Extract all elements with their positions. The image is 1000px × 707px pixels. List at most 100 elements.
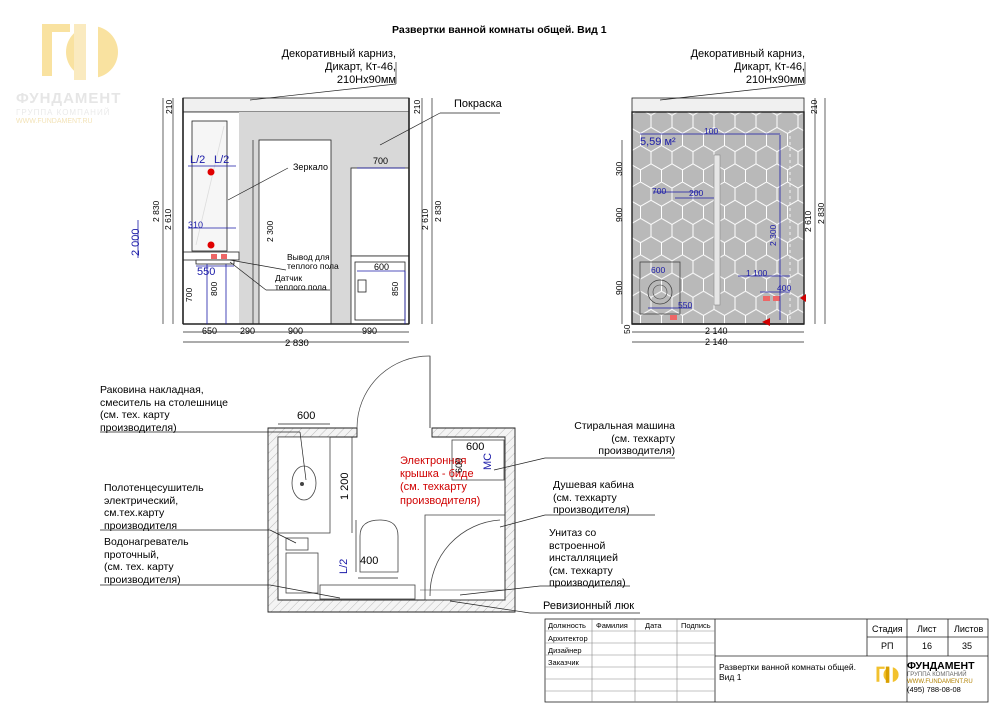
cornice-label-right: Декоративный карниз, Дикарт, Кт-46, 210Н… bbox=[690, 48, 805, 87]
sensor-marker bbox=[207, 241, 215, 249]
rvdim-900-b: 900 bbox=[614, 280, 624, 295]
rvdim-2300: 2 300 bbox=[768, 224, 778, 246]
brand-site-stamp: WWW.FUNDAMENT.RU bbox=[907, 679, 973, 685]
brand-name-top: ФУНДАМЕНТ bbox=[16, 90, 122, 107]
rdim-400: 400 bbox=[777, 283, 792, 293]
brand-emblem-icon bbox=[42, 20, 118, 84]
paint-label: Покраска bbox=[454, 98, 502, 110]
floor-sensor-label: Датчик теплого пола bbox=[275, 273, 327, 293]
stamp-header-name: Фамилия bbox=[596, 621, 628, 630]
vdim-2300: 2 300 bbox=[265, 220, 275, 242]
rvdim-2610: 2 610 bbox=[803, 210, 813, 232]
stamp-title: Развертки ванной комнаты общей. Вид 1 bbox=[719, 662, 857, 683]
brand-subtitle-top: ГРУППА КОМПАНИЙ bbox=[16, 108, 111, 117]
dim-310: 310 bbox=[188, 220, 204, 230]
arrow-marker bbox=[800, 294, 806, 302]
plan-dim-600-wm: 600 bbox=[466, 441, 485, 453]
vdim-210: 210 bbox=[164, 99, 174, 114]
shower-label: Душевая кабина (см. техкарту производите… bbox=[553, 479, 634, 517]
brand-logo-stamp: ФУНДАМЕНТ ГРУППА КОМПАНИЙ WWW.FUNDAMENT.… bbox=[873, 659, 985, 699]
bidet-label: Электронная крышка - биде (см. техкарту … bbox=[400, 455, 481, 507]
vdim-850: 850 bbox=[390, 281, 400, 296]
mirror-label: Зеркало bbox=[293, 162, 328, 172]
stamp-stage-header: Стадия bbox=[872, 624, 903, 634]
stamp-header-date: Дата bbox=[645, 621, 662, 630]
brand-subtitle-stamp: ГРУППА КОМПАНИЙ bbox=[907, 672, 967, 678]
water-heater-label: Водонагреватель проточный, (см. тех. кар… bbox=[104, 536, 189, 586]
rdim-2140-b: 2 140 bbox=[705, 337, 728, 347]
stamp-sheets-header: Листов bbox=[954, 624, 984, 634]
rvdim-50: 50 bbox=[622, 324, 632, 334]
vdim-2610: 2 610 bbox=[163, 208, 173, 230]
dim-bottom-650: 650 bbox=[202, 326, 218, 336]
floor-plan bbox=[267, 355, 516, 613]
rdim-100: 100 bbox=[704, 126, 719, 136]
plan-dim-1200: 1 200 bbox=[339, 472, 351, 500]
dim-bottom-290: 290 bbox=[240, 326, 256, 336]
area-label: 5,59 м² bbox=[640, 136, 676, 148]
dim-700-top: 700 bbox=[373, 156, 389, 166]
brand-name-stamp: ФУНДАМЕНТ bbox=[907, 660, 975, 672]
title-block-frame bbox=[544, 618, 989, 703]
arrow-marker bbox=[762, 318, 770, 326]
stamp-row-architect: Архитектор bbox=[548, 634, 588, 643]
dim-550: 550 bbox=[197, 266, 216, 278]
outlet-marker bbox=[670, 315, 677, 320]
dim-total-2830: 2 830 bbox=[285, 338, 309, 349]
vdim-800: 800 bbox=[209, 281, 219, 296]
towel-dryer-label: Полотенцесушитель электрический, см.тех.… bbox=[104, 482, 204, 532]
stamp-row-client: Заказчик bbox=[548, 658, 579, 667]
toilet-label: Унитаз со встроенной инсталляцией (см. т… bbox=[549, 527, 626, 590]
rdim-200: 200 bbox=[689, 188, 704, 198]
stamp-sheet-header: Лист bbox=[917, 624, 937, 634]
rvdim-2830: 2 830 bbox=[816, 202, 826, 224]
elevation-left bbox=[182, 97, 410, 325]
outlet-marker bbox=[211, 254, 217, 259]
stamp-sheets-value: 35 bbox=[962, 641, 973, 651]
outlet-marker bbox=[763, 296, 770, 301]
dim-bottom-900: 900 bbox=[288, 326, 304, 336]
brand-logo-top: ФУНДАМЕНТ ГРУППА КОМПАНИЙ WWW.FUNDAMENT.… bbox=[16, 18, 140, 125]
plan-dim-600: 600 bbox=[297, 410, 316, 422]
rdim-700: 700 bbox=[652, 186, 667, 196]
stamp-row-designer: Дизайнер bbox=[548, 646, 582, 655]
washer-tag: МС bbox=[482, 452, 494, 470]
rdim-600: 600 bbox=[651, 265, 666, 275]
dim-bottom-990: 990 bbox=[362, 326, 378, 336]
stamp-sheet-value: 16 bbox=[922, 641, 933, 651]
brand-emblem-icon bbox=[876, 665, 899, 685]
dim-600: 600 bbox=[374, 262, 390, 272]
socket-label-l2: L/2 bbox=[214, 154, 230, 166]
rvdim-900: 900 bbox=[614, 207, 624, 222]
sink-label: Раковина накладная, смеситель на столешн… bbox=[100, 384, 229, 434]
elevation-right bbox=[631, 97, 805, 325]
hatch-label: Ревизионный люк bbox=[543, 600, 635, 612]
plan-dim-400: 400 bbox=[360, 555, 379, 567]
rvdim-300: 300 bbox=[614, 161, 624, 176]
stamp-stage-value: РП bbox=[881, 641, 894, 651]
rdim-2140: 2 140 bbox=[705, 326, 728, 336]
socket-label-l2: L/2 bbox=[190, 154, 206, 166]
vdim-2830: 2 830 bbox=[151, 200, 161, 222]
socket-marker bbox=[207, 168, 215, 176]
vdim-2830-r: 2 830 bbox=[433, 200, 443, 222]
outlet-marker bbox=[221, 254, 227, 259]
rdim-1100: 1 100 bbox=[746, 268, 768, 278]
plan-dim-600-v: 600 bbox=[454, 457, 464, 473]
brand-site-top: WWW.FUNDAMENT.RU bbox=[16, 118, 93, 125]
rdim-550: 550 bbox=[678, 300, 693, 310]
washer-label: Стиральная машина (см. техкарту производ… bbox=[574, 420, 675, 458]
vdim-210-r: 210 bbox=[412, 99, 422, 114]
outlet-marker bbox=[773, 296, 780, 301]
vdim-700: 700 bbox=[184, 287, 194, 302]
floor-outlet-label: Вывод для теплого пола bbox=[287, 252, 339, 272]
stamp-header-position: Должность bbox=[548, 621, 586, 630]
stamp-header-sign: Подпись bbox=[681, 621, 711, 630]
cornice-label-left: Декоративный карниз, Дикарт, Кт-46, 210Н… bbox=[281, 48, 396, 87]
rvdim-210: 210 bbox=[809, 99, 819, 114]
vdim-2610-r: 2 610 bbox=[420, 208, 430, 230]
brand-phone-stamp: (495) 788-08-08 bbox=[907, 685, 961, 694]
plan-l2: L/2 bbox=[338, 558, 350, 574]
dim-2000: 2 000 bbox=[130, 228, 142, 256]
